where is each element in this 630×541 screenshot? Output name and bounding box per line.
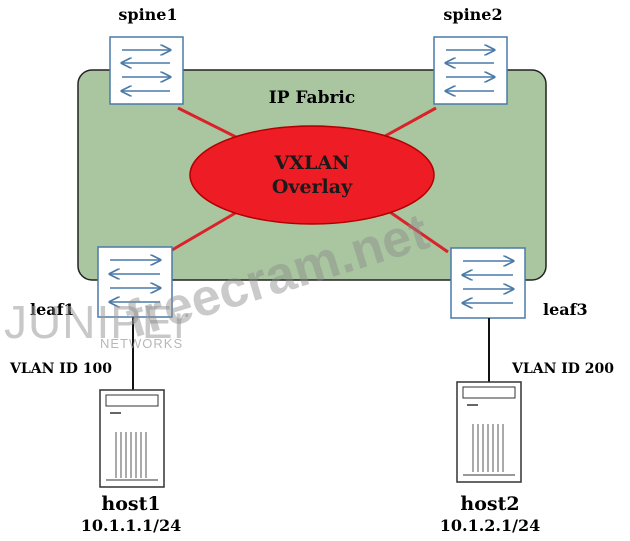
switch-leaf3-icon	[450, 247, 526, 319]
server-host1-icon	[99, 389, 165, 488]
fabric-links	[171, 106, 449, 254]
switch-leaf1-icon	[97, 246, 173, 318]
link-leaf3-overlay	[383, 206, 449, 254]
link-spine2-overlay	[377, 106, 437, 142]
vxlan-overlay	[189, 125, 435, 225]
spine2-label: spine2	[443, 5, 502, 24]
ip-fabric-label: IP Fabric	[269, 88, 355, 108]
spine1-label: spine1	[118, 5, 177, 24]
leaf1-label: leaf1	[30, 300, 75, 319]
server-host2-icon	[456, 381, 522, 483]
leaf3-label: leaf3	[543, 300, 588, 319]
switch-spine2-icon	[433, 36, 508, 105]
link-spine1-overlay	[177, 106, 243, 142]
switch-spine1-icon	[109, 36, 184, 105]
host2-name: host2	[460, 493, 519, 515]
link-leaf1-overlay	[171, 206, 245, 252]
vlan-leaf1-label: VLAN ID 100	[9, 361, 112, 377]
host1-name: host1	[101, 493, 160, 515]
juniper-watermark: JUNIPEr	[4, 296, 190, 348]
juniper-watermark-sub: NETWORKS	[100, 336, 183, 351]
vlan-leaf3-label: VLAN ID 200	[511, 361, 614, 377]
overlay-label-line2: Overlay	[272, 176, 353, 198]
overlay-label-line1: VXLAN	[274, 152, 350, 174]
host2-ip: 10.1.2.1/24	[440, 516, 540, 535]
host1-ip: 10.1.1.1/24	[81, 516, 181, 535]
